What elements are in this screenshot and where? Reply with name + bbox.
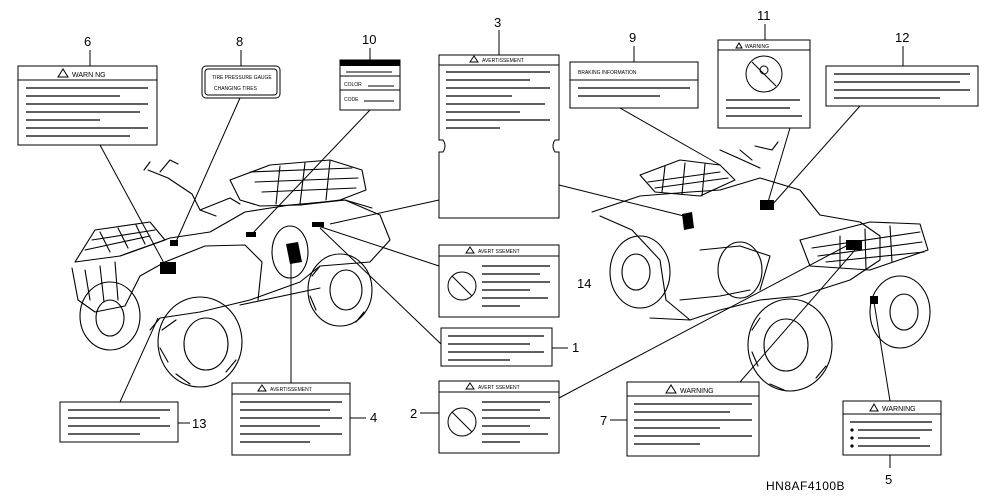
label-11-warning-icon: WARNING xyxy=(717,39,811,129)
label-8-line2: CHANGING TIRES xyxy=(214,86,258,92)
label-11-heading: WARNING xyxy=(745,44,769,50)
atv-right xyxy=(591,141,931,392)
callout-9: 9 xyxy=(629,30,636,45)
callout-4: 4 xyxy=(370,410,377,425)
label-12-plain xyxy=(825,65,979,107)
diagram-code: HN8AF4100B xyxy=(766,479,845,493)
label-9-heading: BRAKING INFORMATION xyxy=(578,70,637,76)
callout-6: 6 xyxy=(84,34,91,49)
callout-13: 13 xyxy=(192,416,206,431)
callout-14: 14 xyxy=(577,276,591,291)
callout-11: 11 xyxy=(757,8,771,23)
label-2-heading: AVERT SSEMENT xyxy=(478,385,520,391)
label-8-line1: TIRE PRESSURE GAUGE xyxy=(212,75,272,81)
label-4-heading: AVERTISSEMENT xyxy=(270,387,312,393)
label-4-avertissement: AVERTISSEMENT xyxy=(231,382,351,456)
label-8-tire: TIRE PRESSURE GAUGE CHANGING TIRES xyxy=(201,65,281,99)
label-7-warning: WARNING xyxy=(626,381,760,457)
label-2-avertissement-icon: AVERT SSEMENT xyxy=(438,380,560,454)
atv-left xyxy=(71,159,391,388)
label-10-color-code: COLOR CODE xyxy=(339,59,401,111)
label-upper-heading: AVERT SSEMENT xyxy=(478,249,520,255)
label-6-warning: WARN NG xyxy=(17,65,158,146)
callout-1: 1 xyxy=(572,340,579,355)
label-13-plain xyxy=(59,401,179,443)
callout-numbers: 6 8 10 3 9 11 12 14 1 2 4 13 7 5 xyxy=(84,8,909,487)
label-avertissement-icon-upper: AVERT SSEMENT xyxy=(438,244,560,318)
label-10-color: COLOR xyxy=(344,82,362,88)
callout-5: 5 xyxy=(885,472,892,487)
callout-12: 12 xyxy=(895,30,909,45)
leader-lines xyxy=(89,24,904,468)
label-3-avertissement-large: AVERTISSEMENT xyxy=(438,54,560,219)
label-5-heading: WARNING xyxy=(882,406,916,413)
callout-3: 3 xyxy=(494,15,501,30)
label-7-heading: WARNING xyxy=(680,388,714,395)
label-6-heading: WARN NG xyxy=(72,72,106,79)
callout-2: 2 xyxy=(410,406,417,421)
callout-7: 7 xyxy=(600,413,607,428)
label-3-heading: AVERTISSEMENT xyxy=(482,58,524,64)
label-5-warning: WARNING xyxy=(842,400,942,456)
label-9-braking: BRAKING INFORMATION xyxy=(569,61,699,109)
label-10-code: CODE xyxy=(344,97,359,103)
label-1-plain xyxy=(440,327,553,367)
callout-10: 10 xyxy=(362,32,376,47)
callout-8: 8 xyxy=(236,34,243,49)
